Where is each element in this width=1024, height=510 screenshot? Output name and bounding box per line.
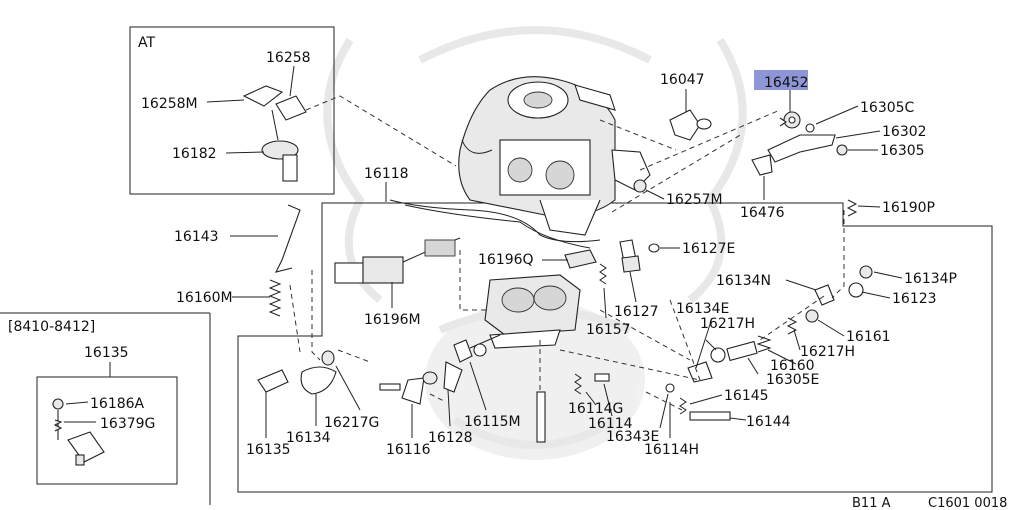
label-16115M[interactable]: 16115M — [464, 414, 521, 430]
lever-16302 — [767, 134, 836, 163]
label-16144[interactable]: 16144 — [746, 414, 791, 430]
label-16196Q[interactable]: 16196Q — [478, 252, 534, 268]
label-16145[interactable]: 16145 — [724, 388, 769, 404]
main-frame — [237, 202, 993, 493]
label-16161[interactable]: 16161 — [846, 329, 891, 345]
spring-16145 — [679, 397, 687, 415]
label-16114G[interactable]: 16114G — [568, 401, 623, 417]
label-16157[interactable]: 16157 — [586, 322, 631, 338]
spring-16190P — [846, 199, 858, 217]
label-16258M[interactable]: 16258M — [141, 96, 198, 112]
spring-16160 — [756, 335, 772, 353]
label-16343E[interactable]: 16343E — [606, 429, 659, 445]
spring-16160M — [268, 279, 282, 317]
long-bolt — [536, 391, 546, 443]
part-16134E — [687, 361, 713, 383]
part-16343E — [665, 383, 675, 393]
date-inset: [8410-8412] 16135 — [0, 312, 211, 505]
label-16047[interactable]: 16047 — [660, 72, 705, 88]
part-labels: 16258 16258M 16182 16047 16452 16305C 16… — [90, 50, 957, 458]
part-16134N — [814, 284, 835, 306]
part-16115M — [453, 339, 473, 363]
label-16257M[interactable]: 16257M — [666, 192, 723, 208]
cable-16118 — [389, 199, 601, 243]
label-16116[interactable]: 16116 — [386, 442, 431, 458]
screw-16186A — [52, 398, 64, 410]
part-16161 — [805, 309, 819, 323]
rod-16143 — [274, 204, 301, 273]
leader-lines — [64, 65, 903, 438]
label-16118[interactable]: 16118 — [364, 166, 409, 182]
label-16114[interactable]: 16114 — [588, 416, 633, 432]
label-16128[interactable]: 16128 — [428, 430, 473, 446]
label-16135[interactable]: 16135 — [246, 442, 291, 458]
label-16452[interactable]: 16452 — [764, 75, 809, 91]
label-16182[interactable]: 16182 — [172, 146, 217, 162]
label-16160[interactable]: 16160 — [770, 358, 815, 374]
label-16258[interactable]: 16258 — [266, 50, 311, 66]
label-16305C[interactable]: 16305C — [860, 100, 915, 116]
label-16217H-a[interactable]: 16217H — [700, 316, 755, 332]
part-16217G — [321, 350, 335, 366]
label-16134N[interactable]: 16134N — [716, 273, 771, 289]
label-16134P[interactable]: 16134P — [904, 271, 957, 287]
spring-16379G — [53, 419, 63, 432]
part-16217H-b — [710, 347, 726, 363]
part-16135 — [257, 369, 289, 393]
throttle-body — [469, 274, 581, 443]
part-16047 — [669, 109, 701, 141]
label-16134E[interactable]: 16134E — [676, 301, 729, 317]
part-16134P — [859, 265, 873, 279]
label-16127[interactable]: 16127 — [614, 304, 659, 320]
part-16196Q — [564, 249, 597, 269]
sensor-16196M — [334, 237, 461, 284]
label-16476[interactable]: 16476 — [740, 205, 785, 221]
footer-model: B11 A — [852, 496, 891, 510]
at-inset-frame — [129, 26, 335, 195]
date-range-label: [8410-8412] — [8, 319, 95, 335]
label-16196M[interactable]: 16196M — [364, 312, 421, 328]
screw-16114 — [594, 373, 610, 382]
label-16190P[interactable]: 16190P — [882, 200, 935, 216]
dashed-guides — [289, 95, 845, 411]
part-16116 — [401, 377, 425, 405]
highlight-box-16452 — [754, 70, 808, 90]
label-16305[interactable]: 16305 — [880, 143, 925, 159]
at-inset-title: AT — [138, 35, 155, 51]
date-inset-frame — [36, 376, 178, 485]
label-16160M[interactable]: 16160M — [176, 290, 233, 306]
label-16123[interactable]: 16123 — [892, 291, 937, 307]
label-16302[interactable]: 16302 — [882, 124, 927, 140]
nut — [75, 454, 85, 466]
part-16305E — [726, 340, 758, 362]
part-16127 — [621, 255, 641, 273]
part-16476 — [751, 154, 773, 176]
spring-16217H — [786, 317, 798, 335]
spring-16114G — [574, 373, 582, 395]
label-16127E[interactable]: 16127E — [682, 241, 735, 257]
label-16186A[interactable]: 16186A — [90, 396, 145, 412]
label-16305E[interactable]: 16305E — [766, 372, 819, 388]
bracket-16258M — [242, 85, 284, 107]
part-16128 — [443, 361, 463, 393]
label-16143[interactable]: 16143 — [174, 229, 219, 245]
group-number-16135: 16135 — [84, 345, 129, 361]
carburetor-assembly — [458, 76, 616, 236]
bracket-16258 — [275, 95, 307, 121]
label-16134[interactable]: 16134 — [286, 430, 331, 446]
bracket-plate — [67, 431, 105, 463]
part-16123 — [848, 282, 864, 298]
label-16217G[interactable]: 16217G — [324, 415, 379, 431]
footer-code: C1601 0018 — [928, 496, 1007, 510]
at-inset: AT — [129, 26, 335, 195]
label-16114H[interactable]: 16114H — [644, 442, 699, 458]
bolt-16144 — [689, 411, 731, 421]
label-16217H-b[interactable]: 16217H — [800, 344, 855, 360]
spring-16157 — [599, 263, 607, 285]
part-16134 — [300, 366, 337, 395]
label-16379G[interactable]: 16379G — [100, 416, 155, 432]
actuator-stem — [282, 154, 298, 182]
